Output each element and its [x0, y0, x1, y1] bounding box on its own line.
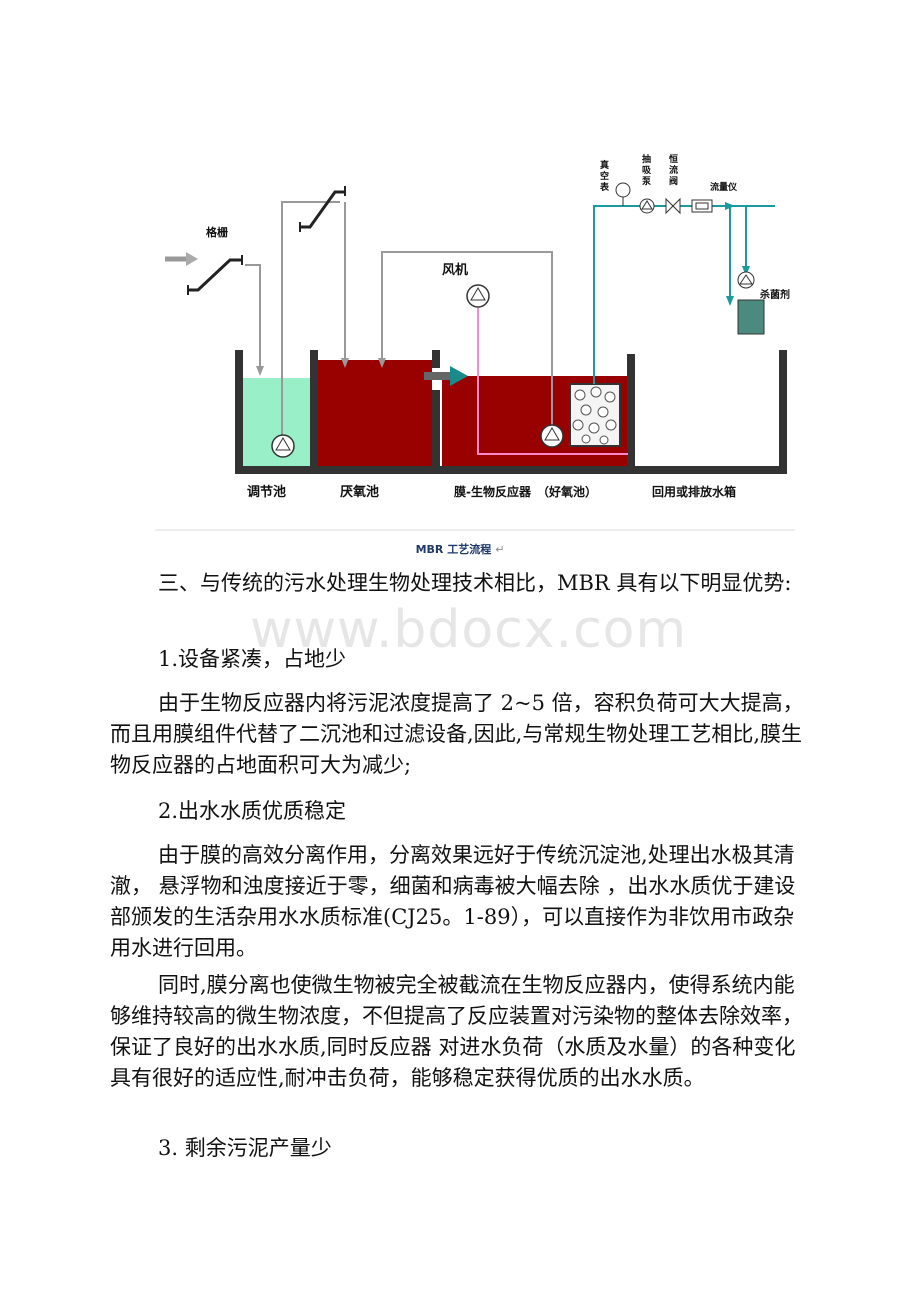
transfer-pipe: [424, 372, 452, 380]
point-2-body-continued: 同时,膜分离也使微生物被完全被截流在生物反应器内，使得系统内能够维持较高的微生物…: [110, 973, 803, 1090]
point-3-heading: 3. 剩余污泥产量少: [158, 1136, 332, 1160]
constant-flow-valve-icon: [665, 197, 681, 215]
point-1-heading: 1.设备紧凑，占地少: [158, 647, 347, 671]
vacuum-gauge-icon: [615, 182, 631, 206]
mbr-process-diagram: 格栅 风机 流量仪 杀菌剂 调节池 厌氧池 膜-生物反应器 （好氧池） 回用或排…: [150, 120, 800, 540]
disinfectant-tank: [737, 299, 765, 335]
permeate-pipe: [593, 205, 775, 384]
caption-text: MBR 工艺流程: [415, 543, 492, 556]
point-2-heading: 2.出水水质优质稳定: [158, 799, 347, 823]
aeration-pump-icon: [540, 424, 564, 448]
label-flowmeter: 流量仪: [710, 181, 738, 193]
submersible-pump-icon: [271, 434, 295, 458]
label-tank-regulating: 调节池: [247, 484, 286, 500]
label-tank-anoxic: 厌氧池: [340, 484, 379, 500]
anoxic-tank-sludge: [318, 360, 432, 466]
label-tank-reuse: 回用或排放水箱: [652, 484, 736, 499]
point-1-body: 由于生物反应器内将污泥浓度提高了 2~5 倍，容积负荷可大大提高，而且用膜组件代…: [110, 691, 804, 777]
diagram-svg: 格栅 风机 流量仪 杀菌剂 调节池 厌氧池 膜-生物反应器 （好氧池） 回用或排…: [155, 153, 795, 531]
flowmeter-icon: [691, 199, 713, 213]
gray-pipes: [165, 201, 553, 444]
air-pipe: [477, 308, 628, 455]
label-vacuum-gauge: 真空表: [599, 159, 610, 193]
inlet-arrow: [186, 252, 198, 266]
point-2-body: 由于膜的高效分离作用，分离效果远好于传统沉淀池,处理出水极其清澈， 悬浮物和浊度…: [110, 843, 796, 960]
label-grille: 格栅: [206, 225, 228, 239]
section-heading: 三、与传统的污水处理生物处理技术相比，MBR 具有以下明显优势:: [158, 571, 792, 595]
label-blower: 风机: [442, 262, 468, 278]
label-disinfectant: 杀菌剂: [760, 288, 790, 301]
tank-walls: [235, 350, 787, 474]
label-suction-pump: 抽吸泵: [642, 153, 652, 187]
blower-icon: [466, 284, 490, 308]
watermark: www.bdocx.com: [250, 600, 688, 660]
figure-caption: MBR 工艺流程↵: [0, 541, 920, 557]
suction-pump-icon: [639, 198, 655, 214]
grille-1-icon: [187, 255, 243, 295]
membrane-module: [569, 383, 621, 447]
label-tank-mbr: 膜-生物反应器 （好氧池）: [454, 484, 597, 499]
disinfectant-pump-icon: [737, 271, 755, 289]
label-constant-flow-valve: 恒流阀: [669, 153, 678, 187]
grille-2-icon: [299, 186, 346, 232]
transfer-arrow: [450, 366, 468, 386]
paragraph-mark-icon: ↵: [495, 543, 505, 556]
